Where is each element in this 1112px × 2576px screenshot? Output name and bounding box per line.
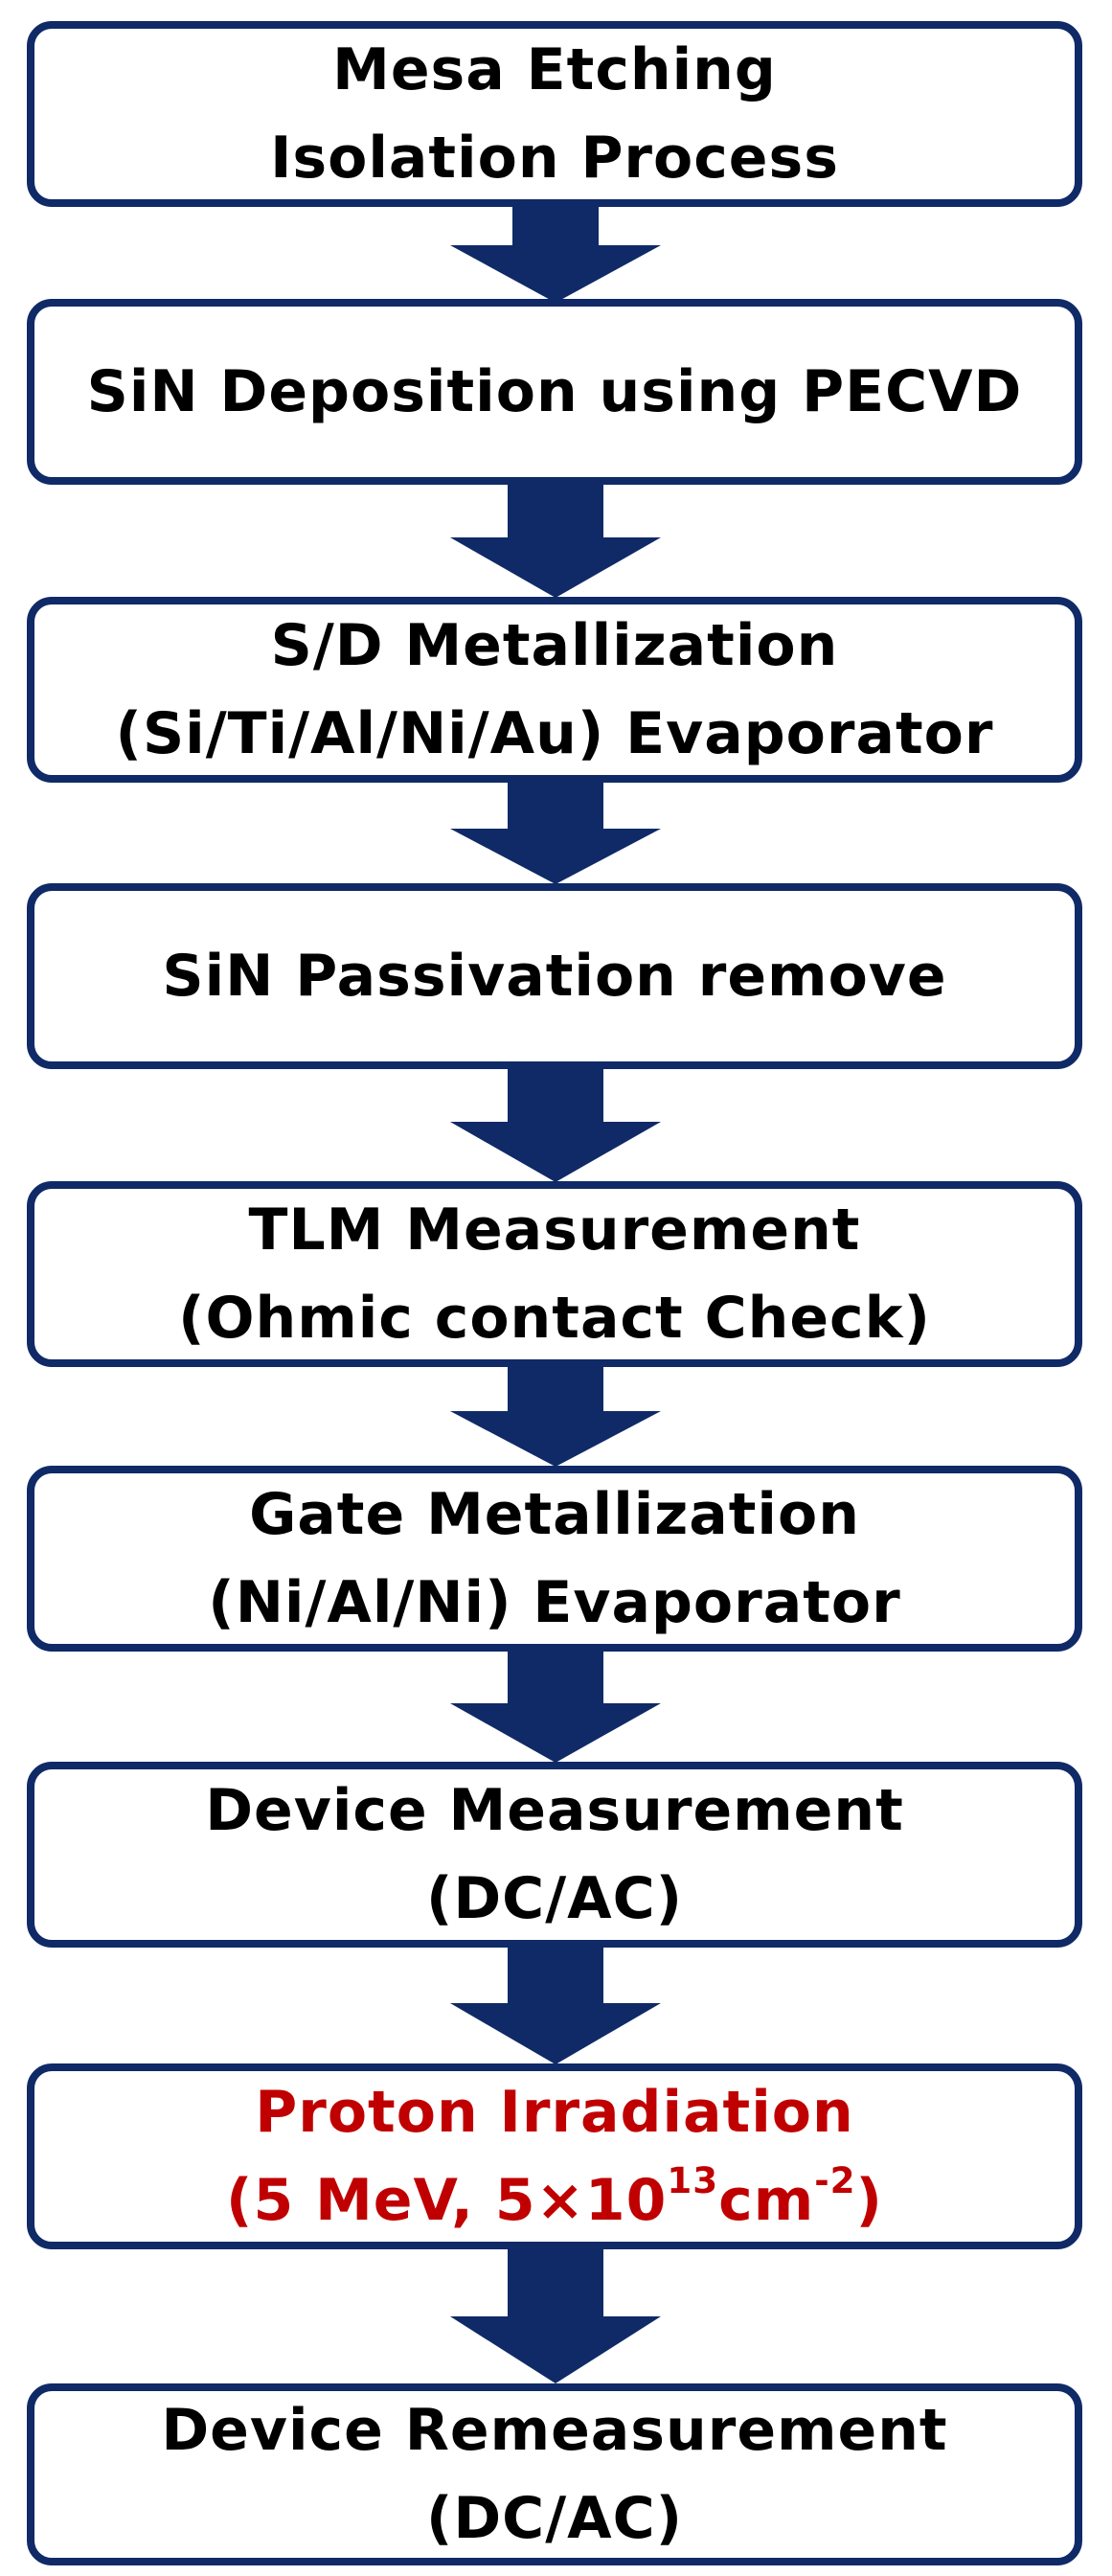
- step-8-line-2-unit: cm: [718, 2167, 815, 2234]
- step-8-line-2-suffix: ): [855, 2167, 883, 2234]
- step-8-exponent-1: 13: [667, 2159, 719, 2202]
- step-6-line-1: Gate Metallization: [249, 1481, 860, 1548]
- arrow-4-down-icon: [0, 1069, 1112, 1184]
- step-3-line-1: S/D Metallization: [270, 612, 839, 679]
- step-4-line-1: SiN Passivation remove: [162, 943, 947, 1010]
- step-sin-passivation-remove: SiN Passivation remove: [27, 883, 1082, 1069]
- step-tlm-measurement: TLM Measurement (Ohmic contact Check): [27, 1181, 1082, 1367]
- step-8-line-2-prefix: (5 MeV, 5×10: [226, 2167, 668, 2234]
- step-6-line-2: (Ni/Al/Ni) Evaporator: [208, 1569, 901, 1636]
- arrow-7-down-icon: [0, 1948, 1112, 2066]
- step-proton-irradiation: Proton Irradiation (5 MeV, 5×1013cm-2): [27, 2063, 1082, 2249]
- arrow-6-down-icon: [0, 1652, 1112, 1765]
- arrow-8-down-icon: [0, 2249, 1112, 2385]
- arrow-1-down-icon: [0, 207, 1112, 303]
- step-8-exponent-2: -2: [814, 2159, 856, 2202]
- step-8-line-1: Proton Irradiation: [255, 2079, 854, 2146]
- step-3-line-2: (Si/Ti/Al/Ni/Au) Evaporator: [115, 700, 994, 767]
- arrow-3-down-icon: [0, 783, 1112, 886]
- step-mesa-etching: Mesa Etching Isolation Process: [27, 21, 1082, 207]
- step-device-remeasurement: Device Remeasurement (DC/AC): [27, 2383, 1082, 2565]
- step-sin-deposition: SiN Deposition using PECVD: [27, 299, 1082, 485]
- step-8-line-2: (5 MeV, 5×1013cm-2): [226, 2156, 883, 2245]
- step-device-measurement: Device Measurement (DC/AC): [27, 1762, 1082, 1948]
- arrow-2-down-icon: [0, 485, 1112, 600]
- step-1-line-2: Isolation Process: [270, 125, 839, 192]
- step-7-line-2: (DC/AC): [425, 1865, 684, 1932]
- step-2-line-1: SiN Deposition using PECVD: [86, 358, 1023, 425]
- step-9-line-1: Device Remeasurement: [161, 2397, 948, 2464]
- step-9-line-2: (DC/AC): [425, 2485, 684, 2552]
- step-1-line-1: Mesa Etching: [332, 36, 777, 103]
- step-5-line-1: TLM Measurement: [248, 1197, 861, 1264]
- arrow-5-down-icon: [0, 1367, 1112, 1469]
- step-gate-metallization: Gate Metallization (Ni/Al/Ni) Evaporator: [27, 1466, 1082, 1652]
- step-sd-metallization: S/D Metallization (Si/Ti/Al/Ni/Au) Evapo…: [27, 597, 1082, 783]
- step-7-line-1: Device Measurement: [205, 1777, 904, 1844]
- step-5-line-2: (Ohmic contact Check): [178, 1285, 931, 1352]
